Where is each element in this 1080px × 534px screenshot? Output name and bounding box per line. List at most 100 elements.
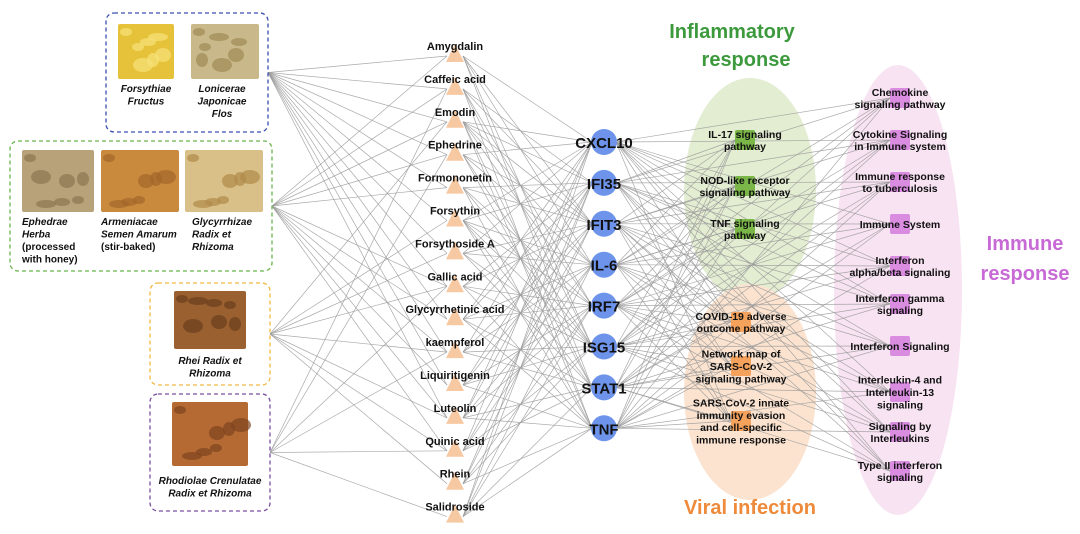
herb-compound-edge bbox=[269, 121, 448, 335]
target-pathway-edge bbox=[615, 141, 736, 187]
herb-compound-edge bbox=[267, 72, 448, 123]
pathway-label: Interleukin-13 bbox=[866, 387, 934, 399]
herb-compound-edge bbox=[271, 88, 448, 207]
target-pathway-edge bbox=[615, 97, 891, 143]
backgrounds bbox=[684, 65, 962, 515]
compound-label: Caffeic acid bbox=[424, 74, 486, 86]
pathway-label: Immune System bbox=[860, 219, 941, 231]
target-pathway-edge bbox=[615, 139, 736, 225]
compound-target-edge bbox=[462, 154, 593, 225]
target-pathway-edge bbox=[615, 264, 732, 367]
pathway-marker bbox=[890, 294, 910, 314]
target-pathway-edge bbox=[615, 181, 891, 347]
herb-compound-edge bbox=[271, 121, 448, 207]
target-node bbox=[591, 415, 617, 442]
herb-compound-edge bbox=[267, 72, 448, 287]
herb-compound-edge bbox=[271, 187, 448, 207]
pathway-label: NOD-like receptor bbox=[700, 175, 789, 187]
herb-compound-edge bbox=[267, 72, 448, 353]
pathway-label: signaling bbox=[877, 399, 923, 411]
compound-marker bbox=[446, 175, 464, 194]
herb-group-box bbox=[105, 12, 269, 133]
pathway-label: SARS-CoV-2 bbox=[710, 361, 773, 373]
pathway-marker bbox=[735, 176, 755, 196]
edges bbox=[267, 55, 891, 517]
compound-target-edge bbox=[462, 264, 593, 353]
pathway-label: IL-17 signaling bbox=[708, 129, 782, 141]
herb-compound-edge bbox=[267, 72, 448, 90]
herb-compound-edge bbox=[269, 253, 448, 335]
target-pathway-edge bbox=[615, 97, 891, 306]
herb-compound-edge bbox=[267, 72, 448, 320]
target-pathway-edge bbox=[615, 181, 891, 429]
herb-name: Rhodiolae Crenulatae bbox=[159, 476, 262, 487]
pathway-label: Interferon bbox=[875, 255, 924, 267]
herb-name: Glycyrrhizae bbox=[192, 217, 252, 228]
target-pathway-edge bbox=[615, 223, 891, 393]
target-pathway-edge bbox=[615, 265, 891, 429]
target-pathway-edge bbox=[615, 185, 736, 265]
compound-marker bbox=[446, 373, 464, 391]
herb-group-box bbox=[9, 140, 273, 272]
herb-photo bbox=[174, 291, 246, 349]
target-pathway-edge bbox=[615, 185, 736, 429]
compound-label: Forsythoside A bbox=[415, 238, 495, 250]
compound-target-edge bbox=[462, 428, 593, 517]
pathway-label: and cell-specific bbox=[700, 422, 782, 434]
target-pathway-edge bbox=[615, 391, 891, 429]
herb-compound-edge bbox=[269, 333, 448, 419]
pathway-label: alpha/beta signaling bbox=[850, 267, 951, 279]
compound-marker bbox=[446, 471, 464, 490]
herb-name: Rhizoma bbox=[192, 242, 234, 253]
target-pathway-edge bbox=[615, 420, 732, 429]
pathway-marker bbox=[735, 219, 755, 239]
target-pathway-edge bbox=[615, 321, 732, 347]
pathway-marker bbox=[731, 312, 751, 332]
pathway-label: TNF signaling bbox=[710, 218, 779, 230]
pathway-label: Signaling by bbox=[869, 421, 932, 433]
target-pathway-edge bbox=[615, 228, 736, 429]
compound-target-edge bbox=[462, 187, 593, 225]
herb-photo bbox=[185, 150, 263, 212]
compound-target-edge bbox=[462, 264, 593, 517]
target-pathway-edge bbox=[615, 182, 891, 433]
target-pathway-edge bbox=[615, 303, 891, 347]
compound-target-edge bbox=[462, 182, 593, 188]
herb-photo bbox=[22, 150, 94, 212]
herb-compound-edge bbox=[271, 55, 448, 207]
herb-compound-edge bbox=[267, 72, 448, 188]
herb-name: Lonicerae bbox=[198, 84, 246, 95]
target-pathway-edge bbox=[615, 365, 732, 429]
herb-name: Radix et bbox=[192, 230, 232, 241]
target-pathway-edge bbox=[615, 141, 736, 230]
target-pathway-edge bbox=[615, 346, 732, 367]
viral-ellipse bbox=[684, 284, 816, 500]
compound-target-edge bbox=[462, 141, 593, 451]
target-pathway-edge bbox=[615, 228, 736, 347]
herb-compound-edge bbox=[269, 154, 448, 453]
target-pathway-edge bbox=[615, 346, 891, 433]
herb-name: Forsythiae bbox=[121, 84, 172, 95]
pathway-marker bbox=[735, 130, 755, 150]
compound-target-edge bbox=[462, 223, 593, 254]
compound-target-edge bbox=[462, 55, 593, 143]
compound-label: Luteolin bbox=[434, 403, 477, 415]
herb-photo bbox=[101, 150, 179, 212]
herb-compound-edge bbox=[271, 205, 448, 452]
pathway-label: Chemokine bbox=[872, 87, 929, 99]
target-label: IL-6 bbox=[591, 258, 618, 275]
herb-compound-edge bbox=[271, 205, 448, 419]
target-pathway-edge bbox=[615, 265, 891, 347]
inflammatory-title: Inflammatory bbox=[669, 21, 795, 43]
pathway-marker bbox=[890, 336, 910, 356]
herb-compound-edge bbox=[269, 88, 448, 453]
compound-marker bbox=[446, 208, 464, 227]
compound-target-edge bbox=[462, 223, 593, 386]
pathway-marker bbox=[890, 214, 910, 234]
target-pathway-edge bbox=[615, 139, 736, 347]
herb-group-box bbox=[149, 282, 271, 386]
target-pathway-edge bbox=[615, 223, 891, 388]
pathway-label: Type II interferon bbox=[858, 460, 942, 472]
compound-target-edge bbox=[462, 223, 593, 353]
